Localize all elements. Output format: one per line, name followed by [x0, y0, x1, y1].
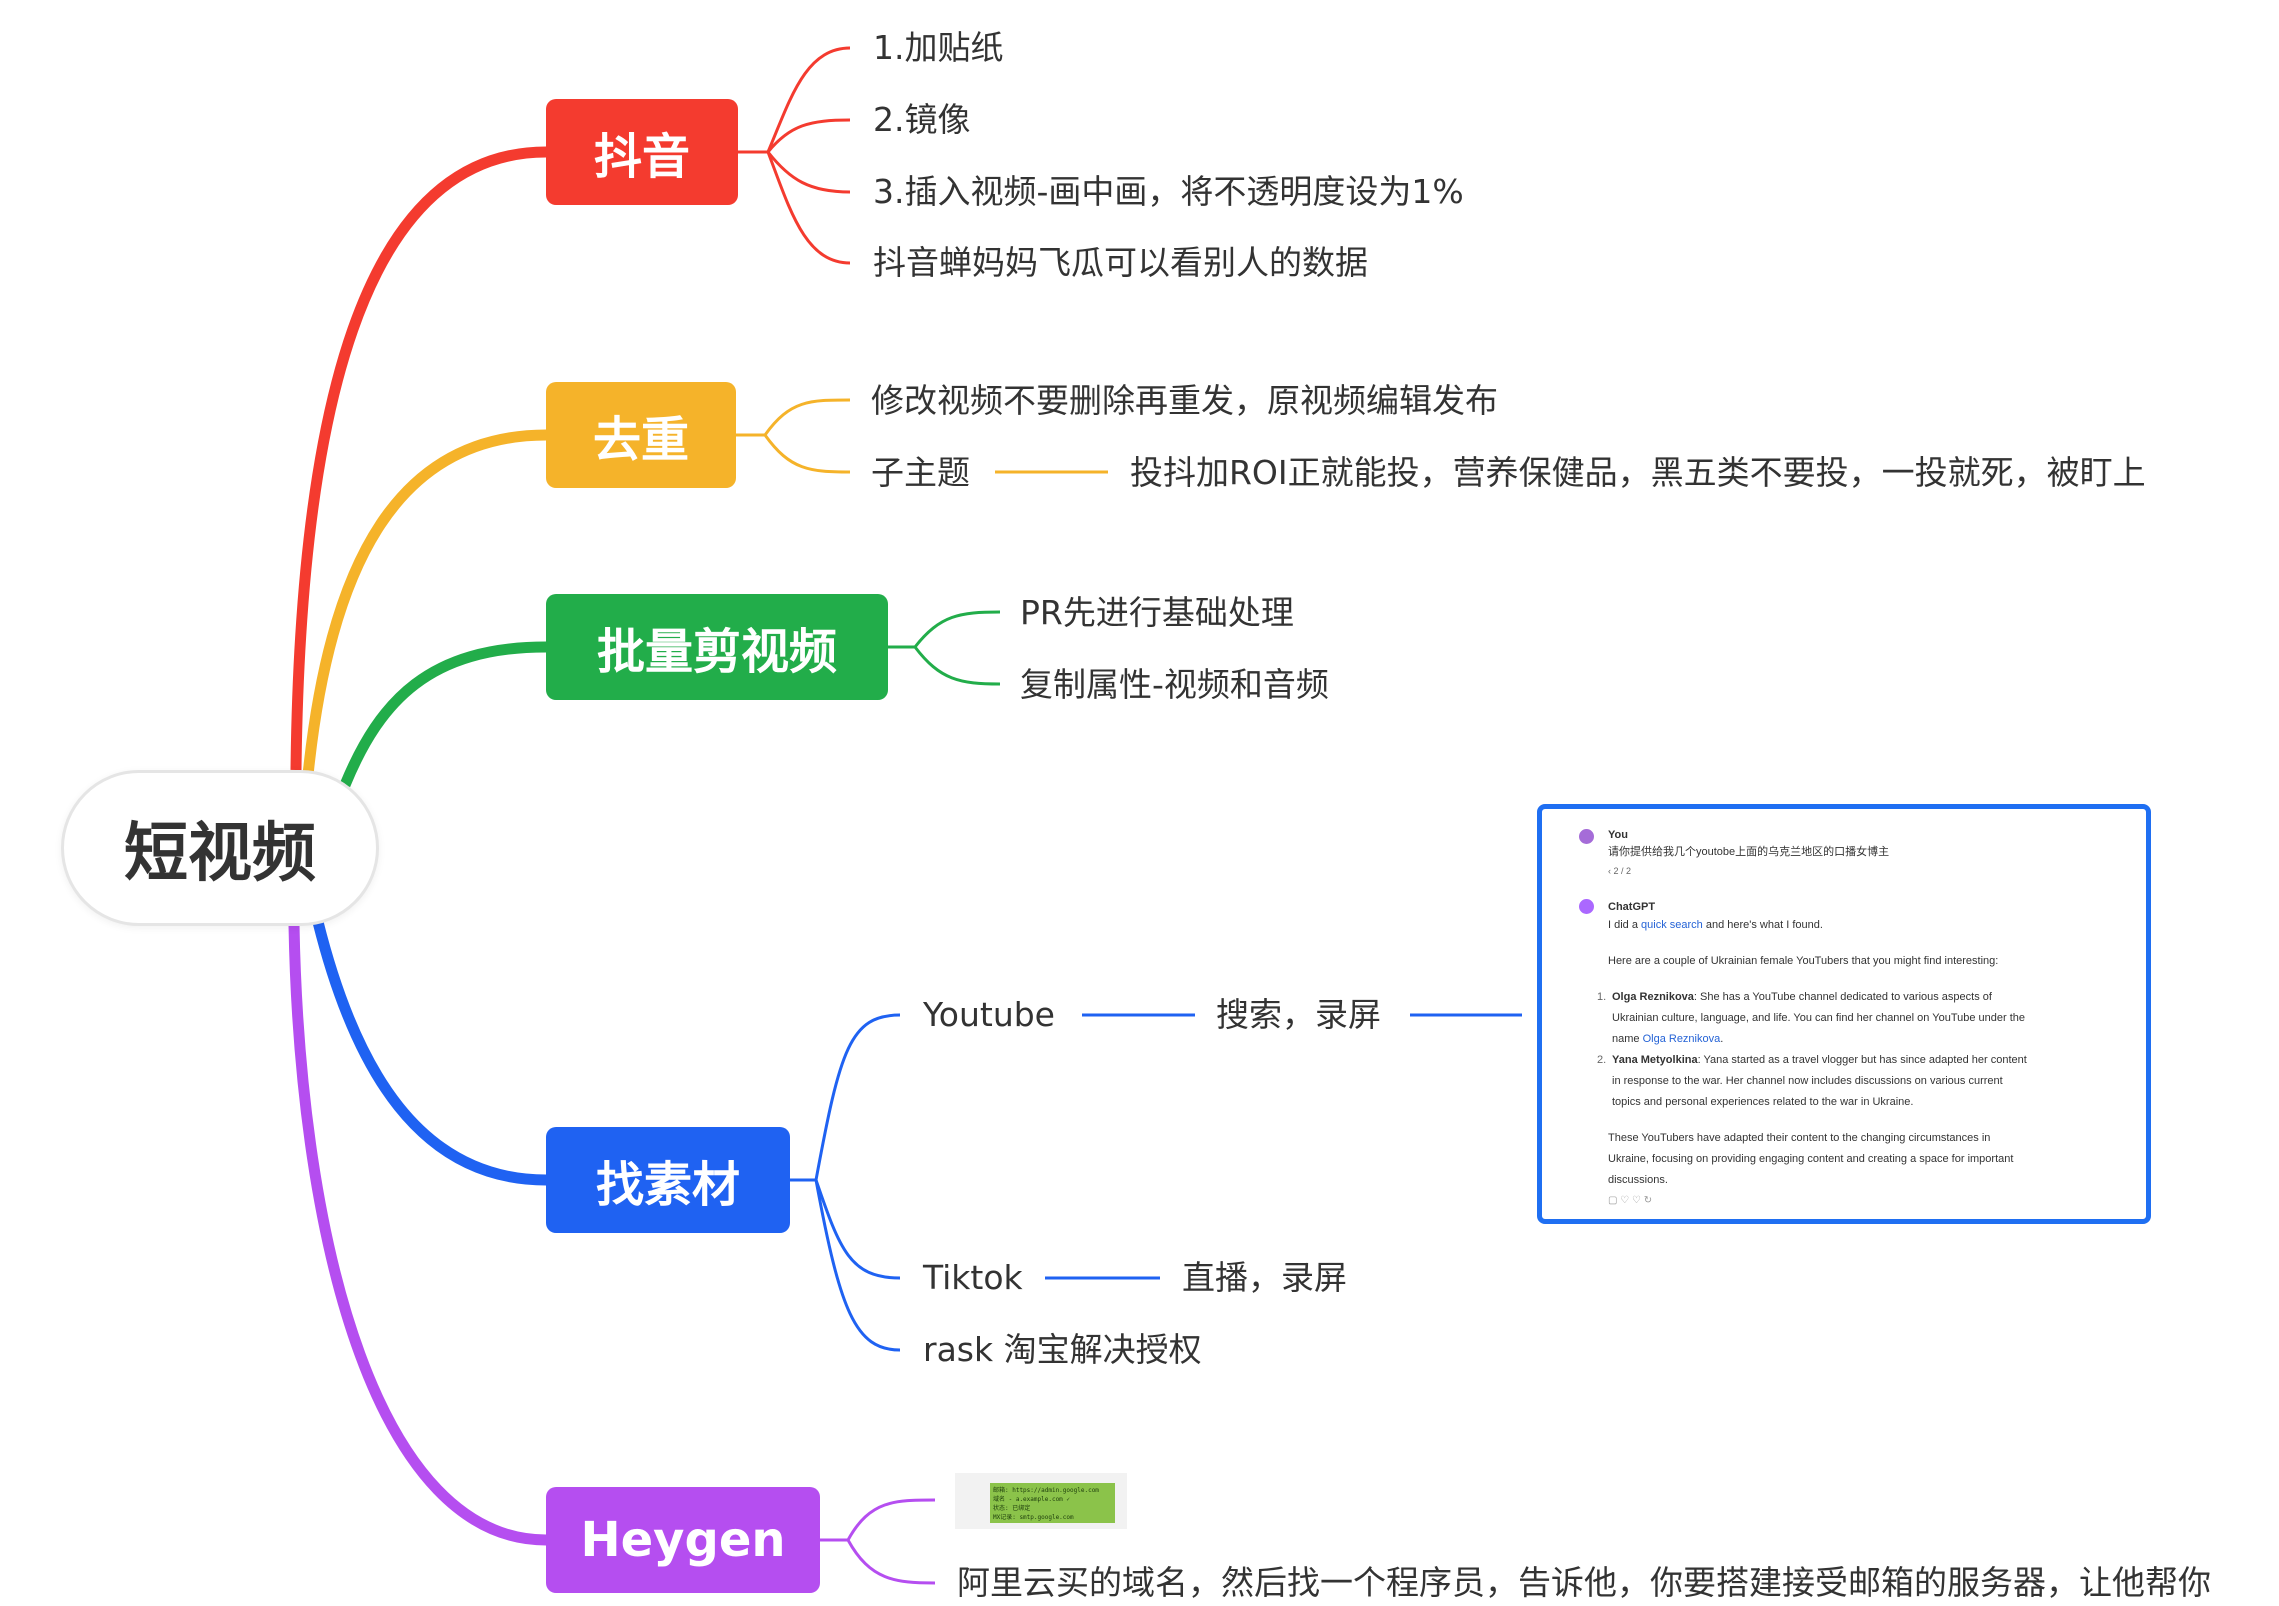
connector-heygen — [288, 924, 547, 1546]
user-avatar — [1579, 829, 1594, 844]
douyin-item-3[interactable]: 3.插入视频-画中画，将不透明度设为1% — [873, 172, 1464, 211]
chat-lead: Here are a couple of Ukrainian female Yo… — [1608, 955, 1999, 967]
chatgpt-avatar-icon — [1579, 899, 1594, 914]
douyin-item-4[interactable]: 抖音蝉妈妈飞瓜可以看别人的数据 — [873, 243, 1368, 282]
chat-action-icons[interactable]: ▢ ♡ ♡ ↻ — [1608, 1195, 1653, 1206]
thumbnail-green-panel — [990, 1483, 1115, 1523]
quchong-subtopic[interactable]: 子主题 — [871, 453, 970, 492]
chat-user-name: You — [1608, 829, 1628, 841]
branch-douyin[interactable]: 抖音 — [546, 99, 738, 205]
chat-item2-line3: topics and personal experiences related … — [1612, 1096, 1914, 1108]
thumbnail-line-1: 邮箱: https://admin.google.com — [993, 1487, 1099, 1494]
thumbnail-line-4: MX记录: smtp.google.com — [993, 1514, 1074, 1521]
chat-user-message: 请你提供给我几个youtobe上面的乌克兰地区的口播女博主 — [1608, 846, 1890, 858]
connector-sucai — [312, 920, 547, 1186]
heygen-note[interactable]: 阿里云买的域名，然后找一个程序员，告诉他，你要搭建接受邮箱的服务器，让他帮你 — [957, 1563, 2211, 1602]
branch-sucai[interactable]: 找素材 — [546, 1127, 790, 1233]
douyin-item-1[interactable]: 1.加贴纸 — [873, 28, 1004, 67]
sucai-youtube[interactable]: Youtube — [923, 995, 1055, 1034]
chat-pager: ‹ 2 / 2 — [1608, 866, 1632, 876]
douyin-item-2[interactable]: 2.镜像 — [873, 100, 971, 139]
thumbnail-line-2: 域名 - a.example.com ✓ — [993, 1496, 1071, 1503]
connector-douyin — [290, 146, 547, 771]
chat-item1-line1: Olga Reznikova: She has a YouTube channe… — [1612, 991, 1992, 1003]
sucai-tiktok-child[interactable]: 直播，录屏 — [1182, 1258, 1347, 1297]
sucai-rask[interactable]: rask 淘宝解决授权 — [923, 1330, 1202, 1369]
piliang-item-2[interactable]: 复制属性-视频和音频 — [1020, 665, 1329, 704]
chat-item2-line1: Yana Metyolkina: Yana started as a trave… — [1612, 1054, 2027, 1066]
sucai-youtube-child[interactable]: 搜索，录屏 — [1216, 995, 1381, 1034]
root-topic[interactable]: 短视频 — [61, 770, 379, 926]
branch-heygen[interactable]: Heygen — [546, 1487, 820, 1593]
chat-closing-line1: These YouTubers have adapted their conte… — [1608, 1132, 1991, 1144]
chat-closing-line2: Ukraine, focusing on providing engaging … — [1608, 1153, 2014, 1165]
heygen-thumbnail-image[interactable]: 邮箱: https://admin.google.com 域名 - a.exam… — [955, 1473, 1127, 1529]
thumbnail-line-3: 状态: 已绑定 — [993, 1505, 1031, 1512]
quchong-item-1[interactable]: 修改视频不要删除再重发，原视频编辑发布 — [871, 381, 1498, 420]
sucai-tiktok[interactable]: Tiktok — [923, 1258, 1023, 1297]
chat-item2-number: 2. — [1597, 1054, 1607, 1066]
chat-intro: I did a quick search and here's what I f… — [1608, 919, 1823, 931]
quchong-subtopic-note[interactable]: 投抖加ROI正就能投，营养保健品，黑五类不要投，一投就死，被盯上 — [1130, 453, 2146, 492]
chat-item1-number: 1. — [1597, 991, 1607, 1003]
chat-item2-line2: in response to the war. Her channel now … — [1612, 1075, 2003, 1087]
piliang-item-1[interactable]: PR先进行基础处理 — [1020, 593, 1294, 632]
connector-quchong — [302, 429, 547, 776]
branch-piliang[interactable]: 批量剪视频 — [546, 594, 888, 700]
chat-closing-line3: discussions. — [1608, 1174, 1668, 1186]
chat-bot-name: ChatGPT — [1608, 901, 1656, 913]
chat-item1-line2: Ukrainian culture, language, and life. Y… — [1612, 1012, 2026, 1024]
branch-quchong[interactable]: 去重 — [546, 382, 736, 488]
connector-piliang — [339, 641, 547, 788]
chat-item1-line3: name Olga Reznikova. — [1612, 1033, 1724, 1045]
chatgpt-screenshot-image[interactable]: You 请你提供给我几个youtobe上面的乌克兰地区的口播女博主 ‹ 2 / … — [1537, 804, 2151, 1224]
